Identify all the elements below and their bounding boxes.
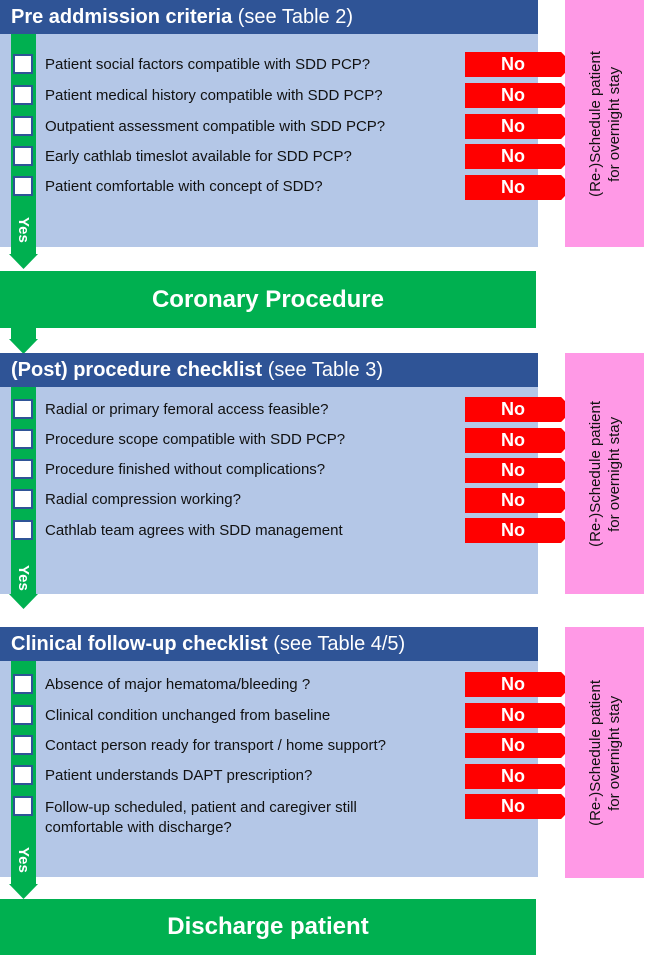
no-arrow: No	[465, 488, 573, 513]
coronary-procedure-stem	[11, 326, 36, 340]
checklist-item: Patient comfortable with concept of SDD?	[45, 178, 323, 195]
checklist-item: Procedure finished without complications…	[45, 461, 326, 478]
no-arrow: No	[465, 83, 573, 108]
checkbox[interactable]	[13, 674, 33, 694]
checkbox[interactable]	[13, 116, 33, 136]
section-2-yes-arrowhead	[9, 594, 38, 609]
checkbox[interactable]	[13, 796, 33, 816]
checklist-item: Early cathlab timeslot available for SDD…	[45, 148, 352, 165]
no-arrow: No	[465, 397, 573, 422]
section-1-table-ref: (see Table 2)	[232, 6, 354, 28]
discharge-patient-bar: Discharge patient	[0, 899, 536, 955]
no-arrow: No	[465, 52, 573, 77]
section-1-panel	[0, 0, 538, 247]
checkbox[interactable]	[13, 705, 33, 725]
no-arrow: No	[465, 114, 573, 139]
no-arrow: No	[465, 428, 573, 453]
reschedule-label: (Re-)Schedule patient for overnight stay	[586, 400, 623, 547]
checklist-item: Outpatient assessment compatible with SD…	[45, 118, 386, 135]
checklist-item: Procedure scope compatible with SDD PCP?	[45, 431, 346, 448]
section-1-yes-label: Yes	[15, 217, 32, 243]
checkbox[interactable]	[13, 146, 33, 166]
checkbox[interactable]	[13, 489, 33, 509]
section-2-reschedule-box: (Re-)Schedule patient for overnight stay	[565, 353, 644, 594]
checklist-item: Absence of major hematoma/bleeding ?	[45, 676, 311, 693]
section-1-title: Pre addmission criteria	[11, 6, 233, 28]
reschedule-label: (Re-)Schedule patient for overnight stay	[586, 50, 623, 197]
reschedule-label: (Re-)Schedule patient for overnight stay	[586, 679, 623, 826]
no-arrow: No	[465, 518, 573, 543]
section-3-yes-label: Yes	[15, 847, 32, 873]
section-2-table-ref: (see Table 3)	[262, 359, 383, 381]
checklist-item: Radial compression working?	[45, 491, 241, 508]
checkbox[interactable]	[13, 176, 33, 196]
section-3-panel	[0, 627, 538, 877]
no-arrow: No	[465, 175, 573, 200]
checkbox[interactable]	[13, 429, 33, 449]
checkbox[interactable]	[13, 459, 33, 479]
no-arrow: No	[465, 672, 573, 697]
checklist-item: Cathlab team agrees with SDD management	[45, 522, 343, 539]
checklist-item: Patient medical history compatible with …	[45, 87, 383, 104]
checkbox[interactable]	[13, 735, 33, 755]
checkbox[interactable]	[13, 54, 33, 74]
coronary-procedure-arrowhead	[9, 339, 38, 354]
section-3-header: Clinical follow-up checklist (see Table …	[0, 627, 538, 661]
section-1-yes-arrowhead	[9, 254, 38, 269]
no-arrow: No	[465, 144, 573, 169]
checklist-item: Radial or primary femoral access feasibl…	[45, 401, 329, 418]
no-arrow: No	[465, 764, 573, 789]
checklist-item: Patient understands DAPT prescription?	[45, 767, 313, 784]
no-arrow: No	[465, 703, 573, 728]
checkbox[interactable]	[13, 85, 33, 105]
section-3-table-ref: (see Table 4/5)	[267, 633, 406, 655]
checklist-item: Follow-up scheduled, patient and caregiv…	[45, 799, 357, 836]
section-2-yes-label: Yes	[15, 565, 32, 591]
section-2-header: (Post) procedure checklist (see Table 3)	[0, 353, 538, 387]
section-2-title: (Post) procedure checklist	[11, 359, 263, 381]
no-arrow: No	[465, 794, 573, 819]
section-3-reschedule-box: (Re-)Schedule patient for overnight stay	[565, 627, 644, 878]
section-2-panel	[0, 353, 538, 594]
checkbox[interactable]	[13, 399, 33, 419]
coronary-procedure-bar: Coronary Procedure	[0, 271, 536, 328]
checkbox[interactable]	[13, 765, 33, 785]
no-arrow: No	[465, 733, 573, 758]
checkbox[interactable]	[13, 520, 33, 540]
checklist-item: Patient social factors compatible with S…	[45, 56, 371, 73]
section-1-reschedule-box: (Re-)Schedule patient for overnight stay	[565, 0, 644, 247]
checklist-item: Contact person ready for transport / hom…	[45, 737, 387, 754]
no-arrow: No	[465, 458, 573, 483]
checklist-item: Clinical condition unchanged from baseli…	[45, 707, 331, 724]
section-1-header: Pre addmission criteria (see Table 2)	[0, 0, 538, 34]
section-3-title: Clinical follow-up checklist	[11, 633, 268, 655]
section-3-yes-arrowhead	[9, 884, 38, 899]
